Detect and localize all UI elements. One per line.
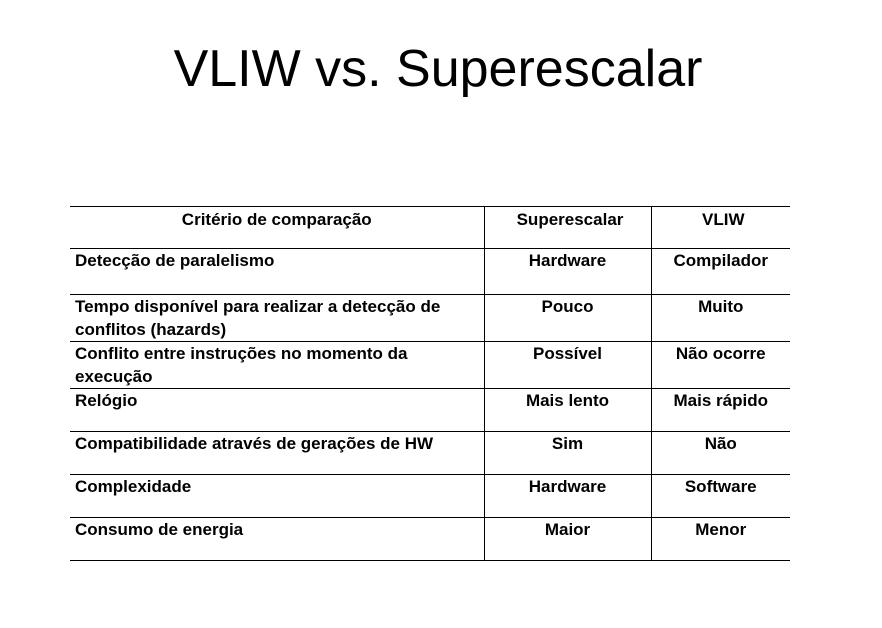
table-header-row: Critério de comparação Superescalar VLIW [70,206,790,249]
criterion-cell: Compatibilidade através de gerações de H… [75,434,434,453]
vliw-cell: Não ocorre [650,341,790,389]
header-vliw: VLIW [650,206,790,249]
criterion-cell: Conflito entre instruções no momento da … [75,344,408,386]
table-row: Complexidade Hardware Software [70,474,790,518]
superscalar-cell: Mais lento [483,388,651,432]
superscalar-cell: Sim [483,431,651,475]
vliw-cell: Mais rápido [650,388,790,432]
header-superscalar: Superescalar [483,206,651,249]
comparison-table: Critério de comparação Superescalar VLIW… [70,206,790,561]
criterion-cell: Tempo disponível para realizar a detecçã… [75,297,441,339]
criterion-cell: Consumo de energia [75,520,244,539]
table-row: Conflito entre instruções no momento da … [70,341,790,389]
table-row: Consumo de energia Maior Menor [70,517,790,561]
superscalar-cell: Pouco [483,294,651,342]
table-row: Compatibilidade através de gerações de H… [70,431,790,475]
criterion-cell: Detecção de paralelismo [75,251,275,270]
vliw-cell: Compilador [650,248,790,295]
superscalar-cell: Maior [483,517,651,561]
table-row: Relógio Mais lento Mais rápido [70,388,790,432]
vliw-cell: Menor [650,517,790,561]
vliw-cell: Software [650,474,790,518]
superscalar-cell: Hardware [483,474,651,518]
vliw-cell: Muito [650,294,790,342]
criterion-cell: Complexidade [75,477,192,496]
table-row: Detecção de paralelismo Hardware Compila… [70,248,790,295]
slide-title: VLIW vs. Superescalar [173,40,703,98]
table-row: Tempo disponível para realizar a detecçã… [70,294,790,342]
criterion-cell: Relógio [75,391,138,410]
vliw-cell: Não [650,431,790,475]
superscalar-cell: Possível [483,341,651,389]
header-criterion: Critério de comparação [181,210,372,229]
superscalar-cell: Hardware [483,248,651,295]
